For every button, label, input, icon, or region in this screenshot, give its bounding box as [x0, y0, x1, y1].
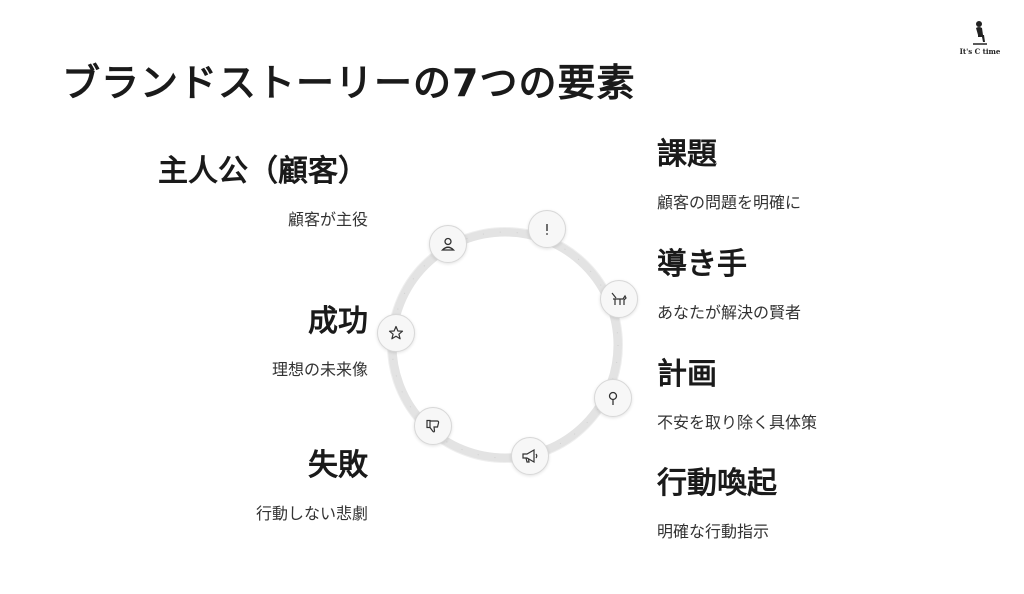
logo: It's C time	[955, 20, 1005, 62]
element-heading: 導き手	[657, 247, 747, 282]
element-heading: 課題	[657, 137, 717, 172]
map-pin-icon	[608, 391, 618, 405]
logo-text: It's C time	[959, 47, 1001, 56]
element-protagonist: 主人公（顧客） 顧客が主役	[158, 155, 368, 230]
ring-node-failure	[414, 407, 452, 445]
thumbs-down-icon	[426, 419, 440, 433]
person-icon	[440, 237, 456, 251]
element-call-to-action: 行動喚起 明確な行動指示	[657, 467, 777, 542]
ring-node-guide	[600, 280, 638, 318]
element-description: 不安を取り除く具体策	[657, 413, 818, 432]
story-cycle-ring	[370, 210, 640, 480]
star-icon	[388, 325, 404, 340]
element-heading: 計画	[657, 357, 717, 392]
seated-figure-logo-icon	[973, 21, 987, 45]
element-heading: 行動喚起	[657, 466, 777, 501]
megaphone-icon	[522, 448, 538, 464]
element-description: 理想の未来像	[271, 360, 368, 379]
page-title: ブランドストーリーの7つの要素	[62, 61, 636, 105]
ring-node-protagonist	[429, 225, 467, 263]
ring-node-success	[377, 314, 415, 352]
element-heading: 失敗	[308, 448, 368, 483]
ring-node-problem	[528, 210, 566, 248]
element-heading: 主人公（顧客）	[158, 154, 368, 189]
ring-node-call-to-action	[511, 437, 549, 475]
element-description: 明確な行動指示	[657, 522, 770, 541]
element-plan: 計画 不安を取り除く具体策	[657, 358, 817, 433]
element-success: 成功 理想の未来像	[272, 305, 368, 380]
guide-dog-icon	[611, 292, 627, 305]
ring-node-plan	[594, 379, 632, 417]
element-failure: 失敗 行動しない悲劇	[256, 449, 368, 524]
element-guide: 導き手 あなたが解決の賢者	[657, 248, 801, 323]
element-description: あなたが解決の賢者	[657, 303, 802, 322]
element-description: 顧客が主役	[287, 210, 368, 229]
element-problem: 課題 顧客の問題を明確に	[657, 138, 801, 213]
element-description: 顧客の問題を明確に	[657, 193, 802, 212]
exclamation-icon	[546, 224, 548, 235]
element-description: 行動しない悲劇	[255, 504, 368, 523]
element-heading: 成功	[308, 304, 368, 339]
